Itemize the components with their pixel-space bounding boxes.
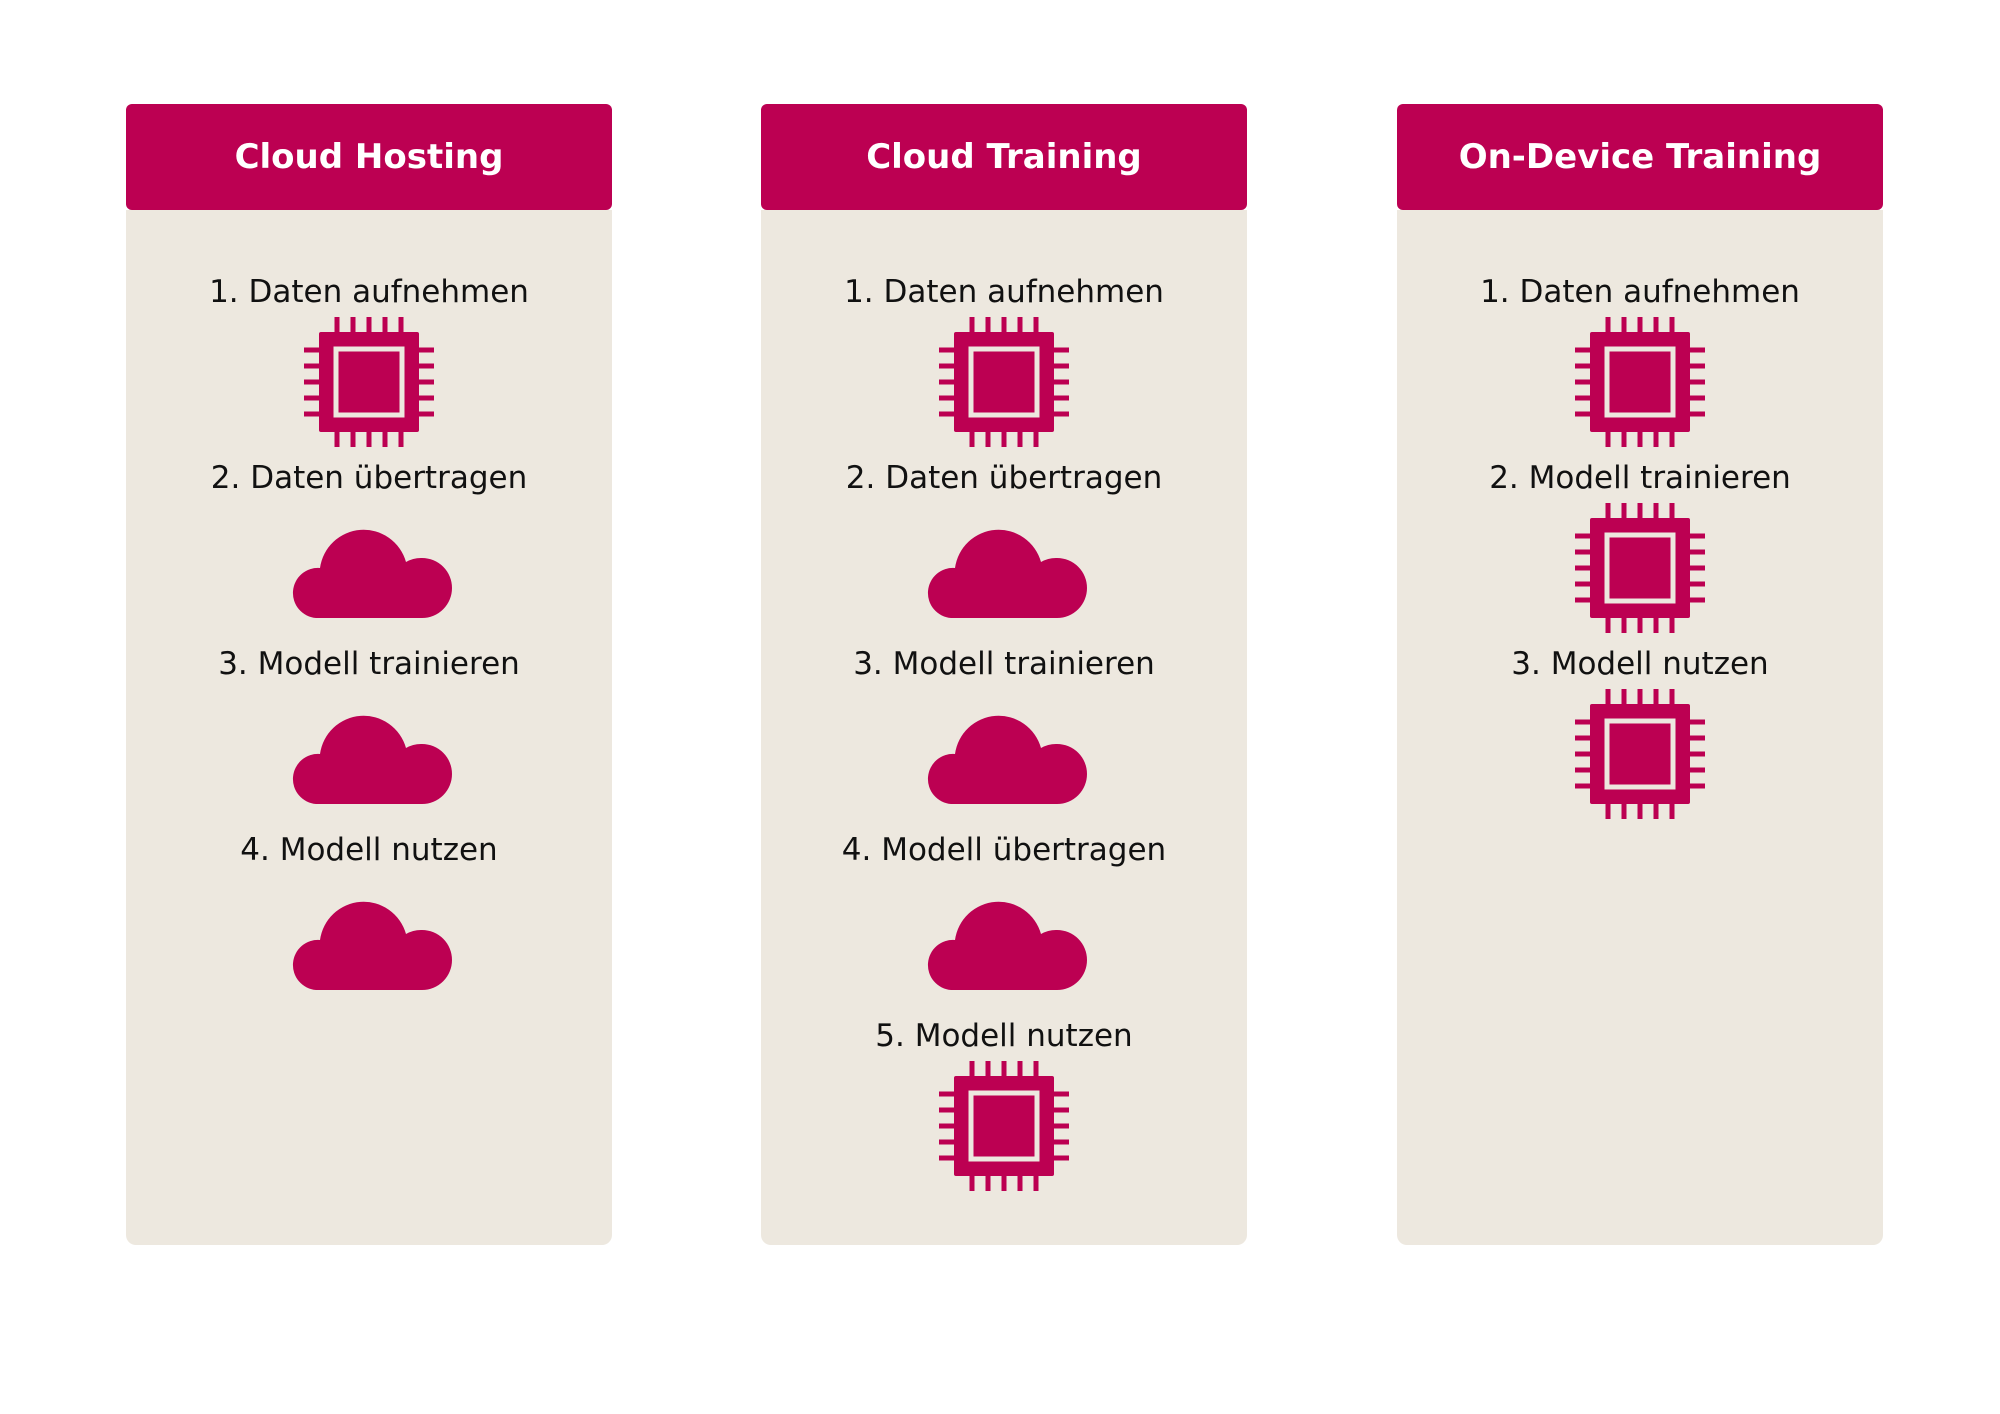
step-item: 3. Modell nutzen [1397, 644, 1883, 830]
chip-icon [1555, 684, 1725, 824]
step-item: 3. Modell trainieren [126, 644, 612, 830]
chip-icon [1555, 498, 1725, 638]
step-item: 2. Daten übertragen [761, 458, 1247, 644]
cloud-icon [284, 684, 454, 824]
column-panel: 1. Daten aufnehmen 2. Daten übertragen 3… [126, 210, 612, 1245]
cloud-icon [919, 498, 1089, 638]
step-label: 2. Daten übertragen [210, 460, 528, 496]
step-label: 2. Modell trainieren [1489, 460, 1791, 496]
column-on-device-training: On-Device Training 1. Daten aufnehmen 2. … [1397, 104, 1883, 1245]
step-label: 4. Modell nutzen [240, 832, 498, 868]
column-cloud-training: Cloud Training 1. Daten aufnehmen 2. Date… [761, 104, 1247, 1245]
cloud-icon [284, 498, 454, 638]
step-label: 4. Modell übertragen [841, 832, 1167, 868]
column-header: Cloud Hosting [126, 104, 612, 210]
step-label: 5. Modell nutzen [875, 1018, 1133, 1054]
step-item: 2. Modell trainieren [1397, 458, 1883, 644]
chip-icon [919, 1056, 1089, 1196]
column-cloud-hosting: Cloud Hosting 1. Daten aufnehmen 2. Daten… [126, 104, 612, 1245]
step-label: 3. Modell nutzen [1511, 646, 1769, 682]
cloud-icon [919, 870, 1089, 1010]
step-label: 3. Modell trainieren [218, 646, 520, 682]
cloud-icon [284, 870, 454, 1010]
step-label: 2. Daten übertragen [845, 460, 1163, 496]
step-item: 1. Daten aufnehmen [126, 272, 612, 458]
step-label: 1. Daten aufnehmen [844, 274, 1164, 310]
step-item: 2. Daten übertragen [126, 458, 612, 644]
step-item: 4. Modell übertragen [761, 830, 1247, 1016]
chip-icon [919, 312, 1089, 452]
chip-icon [284, 312, 454, 452]
column-panel: 1. Daten aufnehmen 2. Daten übertragen 3… [761, 210, 1247, 1245]
step-item: 5. Modell nutzen [761, 1016, 1247, 1202]
step-item: 3. Modell trainieren [761, 644, 1247, 830]
step-item: 1. Daten aufnehmen [761, 272, 1247, 458]
step-label: 3. Modell trainieren [853, 646, 1155, 682]
step-label: 1. Daten aufnehmen [209, 274, 529, 310]
column-title: Cloud Hosting [234, 137, 504, 177]
column-header: On-Device Training [1397, 104, 1883, 210]
column-title: Cloud Training [866, 137, 1142, 177]
step-item: 4. Modell nutzen [126, 830, 612, 1016]
column-panel: 1. Daten aufnehmen 2. Modell trainieren … [1397, 210, 1883, 1245]
column-header: Cloud Training [761, 104, 1247, 210]
cloud-icon [919, 684, 1089, 824]
column-title: On-Device Training [1458, 137, 1822, 177]
step-label: 1. Daten aufnehmen [1480, 274, 1800, 310]
step-item: 1. Daten aufnehmen [1397, 272, 1883, 458]
chip-icon [1555, 312, 1725, 452]
